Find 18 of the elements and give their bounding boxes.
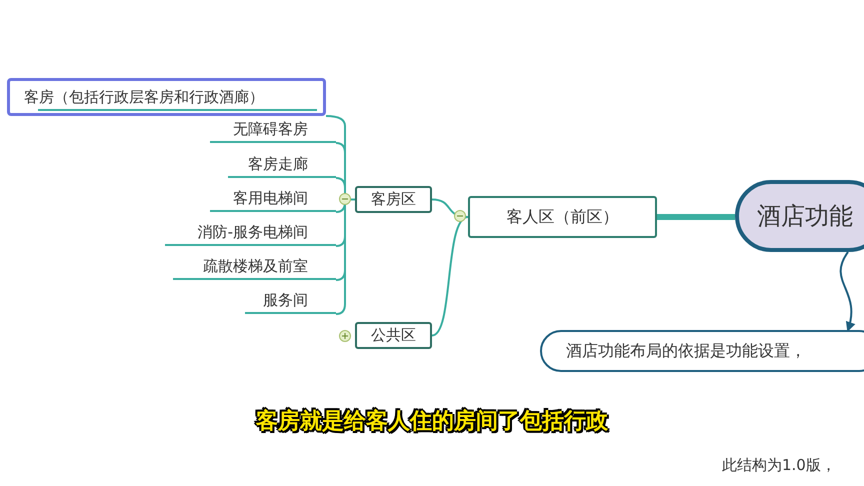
subtopic-box: 客房区 <box>355 186 432 213</box>
subtitle-caption: 客房就是给客人住的房间了包括行政 <box>254 408 609 436</box>
leaf-topic: 消防-服务电梯间 <box>165 220 336 246</box>
leaf-topic: 无障碍客房 <box>210 117 336 143</box>
topic-box: 客人区（前区） <box>468 196 657 238</box>
leaf-topic: 疏散楼梯及前室 <box>173 254 336 280</box>
leaf-topic: 客用电梯间 <box>210 186 336 212</box>
connector-line <box>432 198 468 218</box>
arrow <box>840 251 855 332</box>
central-topic: 酒店功能 <box>735 180 864 252</box>
thick-connector <box>657 214 735 220</box>
leaf-topic: 服务间 <box>245 288 336 314</box>
version-note: 此结构为1.0版， <box>722 455 836 476</box>
connector-line <box>432 216 468 336</box>
note-box: 酒店功能布局的依据是功能设置， <box>540 330 864 372</box>
subtopic-box: 公共区 <box>355 322 432 349</box>
selected-topic-box: 客房（包括行政层客房和行政酒廊） <box>7 78 326 116</box>
leaf-topic: 客房走廊 <box>228 152 336 178</box>
